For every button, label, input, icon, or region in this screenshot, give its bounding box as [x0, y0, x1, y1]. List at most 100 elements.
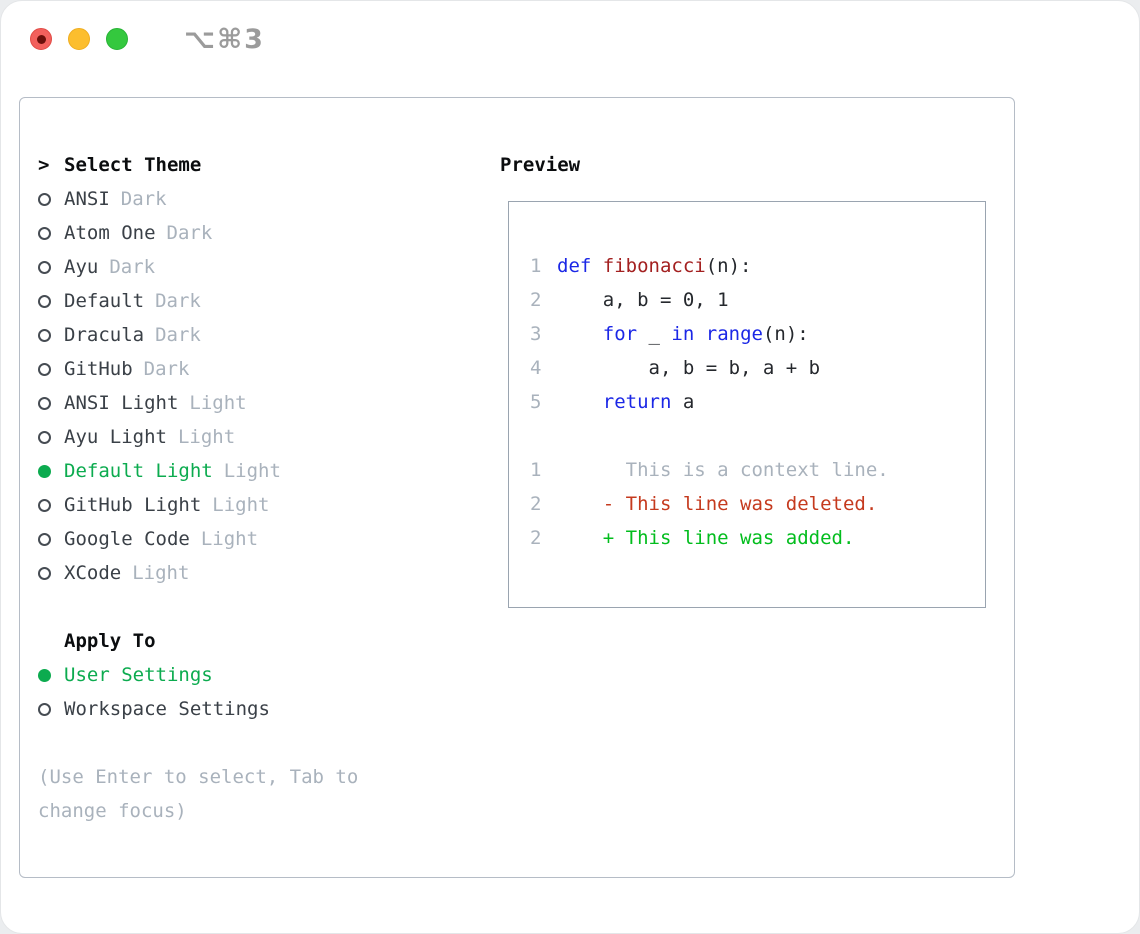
line-number: 1: [530, 255, 542, 277]
minimize-button[interactable]: [68, 28, 90, 50]
radio-icon: [38, 192, 64, 206]
token-plain: [557, 323, 603, 345]
theme-item-label: Ayu Light: [64, 426, 167, 448]
theme-item-github[interactable]: GitHub Dark: [38, 352, 500, 386]
token-plain: a: [671, 391, 695, 413]
radio-dot-empty: [38, 226, 51, 240]
window-title-shortcut: ⌥⌘3: [184, 23, 265, 55]
token-plain: _: [637, 323, 672, 345]
theme-variant-label: Dark: [155, 290, 201, 312]
token-function: fibonacci: [602, 255, 706, 277]
diff-line: 2 - This line was deleted.: [530, 487, 985, 521]
apply-option-label: Workspace Settings: [64, 698, 270, 720]
line-number: 2: [530, 493, 542, 515]
select-theme-header-row: > Select Theme: [38, 148, 500, 182]
theme-item-default[interactable]: Default Dark: [38, 284, 500, 318]
token-keyword: return: [602, 391, 672, 413]
line-number: 4: [530, 357, 542, 379]
code-line: 3 for _ in range(n):: [530, 317, 985, 351]
line-content: a, b = b, a + b: [557, 351, 821, 385]
diff-line: 1 This is a context line.: [530, 453, 985, 487]
code-line: 4 a, b = b, a + b: [530, 351, 985, 385]
theme-item-ansi[interactable]: ANSI Dark: [38, 182, 500, 216]
theme-variant-label: Dark: [120, 188, 167, 210]
token-context: This is a context line.: [557, 459, 889, 481]
theme-item-ayu-light[interactable]: Ayu Light Light: [38, 420, 500, 454]
radio-dot-empty: [38, 260, 51, 274]
token-keyword: in: [671, 323, 695, 345]
radio-icon: [38, 396, 64, 410]
titlebar: ⌥⌘3: [1, 1, 1139, 77]
radio-icon: [38, 532, 64, 546]
radio-dot-empty: [38, 362, 51, 376]
line-number: 2: [530, 527, 542, 549]
radio-dot-empty: [38, 430, 51, 444]
line-number: 3: [530, 323, 542, 345]
token-plain: a, b = b, a + b: [557, 357, 821, 379]
line-number: 2: [530, 289, 542, 311]
zoom-button[interactable]: [106, 28, 128, 50]
close-button[interactable]: [30, 28, 52, 50]
theme-item-label: ANSI Light: [64, 392, 179, 414]
line-content: + This line was added.: [557, 521, 855, 555]
line-content: This is a context line.: [557, 453, 889, 487]
code-line: 2 a, b = 0, 1: [530, 283, 985, 317]
diff-preview: 1 This is a context line.2 - This line w…: [530, 453, 985, 555]
apply-to-heading: Apply To: [64, 630, 156, 652]
theme-item-label: Dracula: [64, 324, 145, 346]
radio-icon: [38, 430, 64, 444]
line-content: a, b = 0, 1: [557, 283, 729, 317]
token-plain: [694, 323, 705, 345]
radio-dot-empty: [38, 702, 51, 716]
theme-item-atom-one[interactable]: Atom One Dark: [38, 216, 500, 250]
theme-item-dracula[interactable]: Dracula Dark: [38, 318, 500, 352]
theme-variant-label: Dark: [166, 222, 213, 244]
token-plain: [557, 391, 603, 413]
theme-variant-label: Dark: [109, 256, 156, 278]
theme-variant-label: Dark: [143, 358, 190, 380]
token-plain: (n):: [705, 255, 752, 277]
theme-item-label: ANSI: [64, 188, 110, 210]
theme-item-ayu[interactable]: Ayu Dark: [38, 250, 500, 284]
theme-item-label: GitHub: [64, 358, 133, 380]
theme-variant-label: Light: [223, 460, 281, 482]
theme-item-label: Google Code: [64, 528, 190, 550]
radio-dot-filled: [38, 668, 51, 682]
radio-dot-empty: [38, 532, 51, 546]
code-line: 5 return a: [530, 385, 985, 419]
theme-item-label: Atom One: [64, 222, 156, 244]
radio-selected-icon: [38, 464, 64, 478]
radio-dot-empty: [38, 396, 51, 410]
spacer: [38, 726, 500, 760]
token-keyword: range: [705, 323, 763, 345]
line-content: - This line was deleted.: [557, 487, 878, 521]
theme-variant-label: Light: [132, 562, 190, 584]
radio-icon: [38, 498, 64, 512]
theme-variant-label: Dark: [155, 324, 201, 346]
theme-item-label: Ayu: [64, 256, 99, 278]
radio-icon: [38, 226, 64, 240]
theme-item-label: Default: [64, 290, 145, 312]
line-number: 1: [530, 459, 542, 481]
apply-option-workspace-settings[interactable]: Workspace Settings: [38, 692, 500, 726]
token-plain: (n):: [762, 323, 809, 345]
theme-variant-label: Light: [177, 426, 236, 448]
select-theme-heading: Select Theme: [64, 154, 202, 176]
blank-line: [530, 419, 985, 453]
apply-option-user-settings[interactable]: User Settings: [38, 658, 500, 692]
radio-dot-empty: [38, 328, 51, 342]
line-number: 5: [530, 391, 542, 413]
preview-header-row: Preview: [500, 148, 1014, 182]
